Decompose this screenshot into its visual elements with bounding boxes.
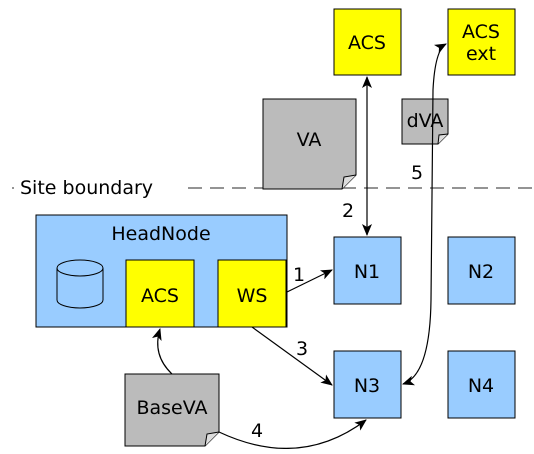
node-n1-label: N1 xyxy=(354,261,380,283)
head-acs-label: ACS xyxy=(141,285,179,307)
ws-box xyxy=(217,259,287,328)
acs-top-box xyxy=(333,8,402,76)
node-n3-label: N3 xyxy=(354,375,380,397)
arrow-4 xyxy=(218,419,367,449)
head-acs-box xyxy=(125,259,195,328)
site-boundary-label: Site boundary xyxy=(20,177,153,199)
dva-label: dVA xyxy=(407,110,444,132)
dva-document: dVA xyxy=(401,98,449,145)
node-n4-box xyxy=(447,350,516,419)
acs-top-label: ACS xyxy=(348,32,386,54)
arrow-4-label: 4 xyxy=(251,420,263,442)
arrow-3 xyxy=(251,326,333,386)
arrow-5-label: 5 xyxy=(411,162,423,184)
arrow-1 xyxy=(286,269,333,293)
arrow-5 xyxy=(402,43,447,386)
acs-ext-label-line2: ext xyxy=(466,43,496,65)
va-label: VA xyxy=(297,129,322,151)
arrow-1-label: 1 xyxy=(293,264,305,286)
va-document: VA xyxy=(262,98,357,190)
database-icon xyxy=(56,259,104,309)
acs-ext-label-line1: ACS xyxy=(462,21,500,43)
arrow-base-va-to-acs xyxy=(151,328,173,375)
arrow-2-label: 2 xyxy=(342,200,354,222)
node-n3-box xyxy=(333,350,402,419)
node-n4-label: N4 xyxy=(468,375,494,397)
base-va-document: BaseVA xyxy=(124,373,220,447)
arrow-3-label: 3 xyxy=(296,338,308,360)
node-n1-box xyxy=(333,236,402,305)
ws-label: WS xyxy=(237,285,268,307)
head-node-label: HeadNode xyxy=(111,223,210,245)
acs-ext-box xyxy=(447,8,516,76)
node-n2-box xyxy=(447,236,516,305)
base-va-label: BaseVA xyxy=(136,397,207,419)
node-n2-label: N2 xyxy=(468,261,494,283)
